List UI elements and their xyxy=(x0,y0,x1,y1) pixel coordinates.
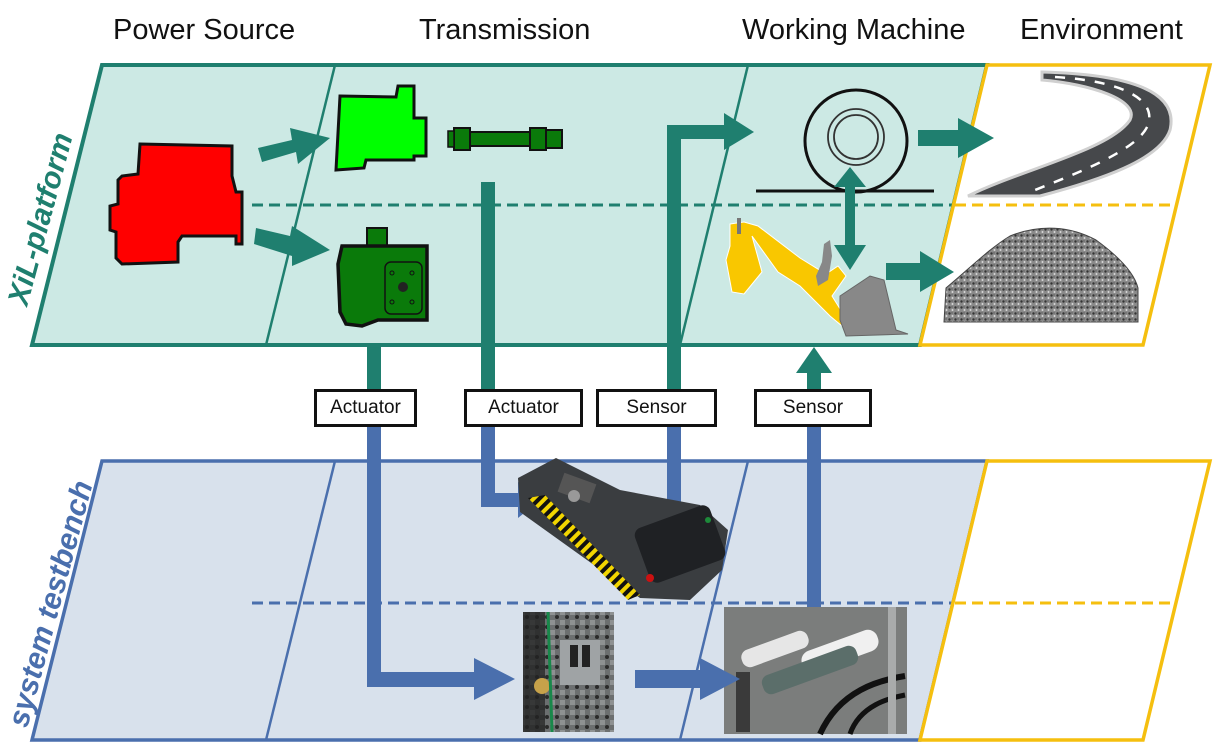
flow-arrow-engine-to-gearbox xyxy=(258,128,330,164)
interface-box-sensor-cylinder: Sensor xyxy=(754,389,872,427)
flow-arrow-drivetrain-sensor xyxy=(667,113,754,513)
flow-arrow-wheel-to-road xyxy=(918,118,994,158)
flow-arrow-transmission-actuator xyxy=(481,182,540,518)
flow-arrow-pump-actuator xyxy=(367,345,515,700)
flow-arrow-cylinder-sensor xyxy=(796,347,832,608)
column-title-environment: Environment xyxy=(1020,14,1183,46)
gravel-pile-icon xyxy=(943,227,1139,323)
drivetrain-bench-photo xyxy=(518,458,728,600)
testbench-divider-transmission-machine xyxy=(678,460,750,741)
road-icon xyxy=(967,70,1173,198)
flow-arrow-loader-to-gravel xyxy=(886,251,954,292)
engine-icon xyxy=(108,142,244,266)
loader-arm-icon xyxy=(725,218,909,337)
gearbox-icon xyxy=(334,84,428,172)
environment-bottom-layer xyxy=(917,459,1213,742)
column-title-power-source: Power Source xyxy=(113,14,296,46)
environment-bottom-plane xyxy=(917,459,1213,742)
drive-shaft-icon xyxy=(447,127,563,151)
column-title-transmission: Transmission xyxy=(419,14,591,46)
column-title-working-machine: Working Machine xyxy=(742,14,966,46)
flow-arrow-valve-to-cylinder xyxy=(635,658,740,700)
interface-box-sensor-drivetrain: Sensor xyxy=(596,389,717,427)
interface-box-actuator-transmission: Actuator xyxy=(464,389,583,427)
flow-arrow-engine-to-pump xyxy=(254,226,330,266)
cylinder-bench-photo xyxy=(724,607,907,736)
hydraulic-pump-icon xyxy=(336,227,429,328)
wheel-icon xyxy=(756,88,934,194)
flow-arrow-wheel-loader-bidirectional xyxy=(834,167,866,270)
interface-box-actuator-pump: Actuator xyxy=(314,389,417,427)
valve-block-photo xyxy=(523,611,614,733)
testbench-divider-power-transmission xyxy=(264,460,337,741)
xil-divider-power-transmission xyxy=(264,64,337,346)
